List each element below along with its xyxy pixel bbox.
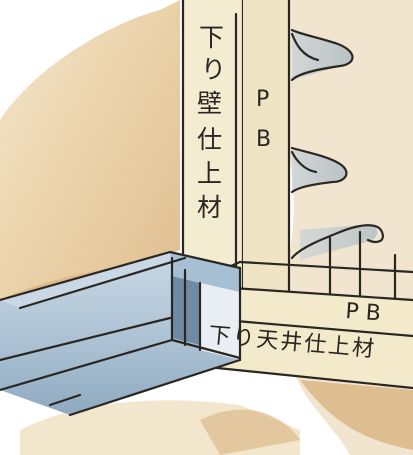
metal-channel [0,250,242,417]
horizontal-pb-label: P B [345,299,382,326]
vertical-trim-char: 材 [197,193,222,222]
vertical-pb-char: B [256,127,271,152]
vertical-trim-char: 壁 [197,89,222,118]
vertical-pb-label: P B [256,87,271,152]
vertical-trim-char: 仕 [197,125,222,154]
vertical-trim-char: 下 [199,23,224,52]
vertical-trim-label: 下 り 壁 仕 上 材 [197,23,226,222]
vertical-pb-board [243,0,291,302]
vertical-pb-char: P [256,87,269,112]
vertical-trim-char: り [201,55,226,84]
vertical-trim-char: 上 [197,159,222,188]
